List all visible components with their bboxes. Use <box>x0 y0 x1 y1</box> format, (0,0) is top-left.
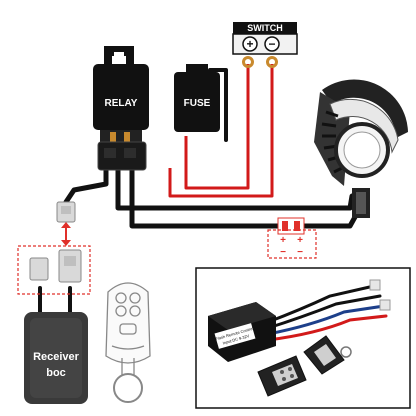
fob-button-1 <box>115 292 127 304</box>
light-reflector <box>343 131 381 169</box>
fob-button-2 <box>129 292 141 304</box>
connector-pin-left <box>282 221 288 231</box>
trigger-plug-detail <box>61 206 71 214</box>
relay-base <box>100 130 142 142</box>
switch-minus-terminal <box>264 36 280 52</box>
polarity-connector: + + − − <box>267 217 317 259</box>
fuse-cap <box>186 64 208 74</box>
fob-body-outline <box>105 282 151 364</box>
inset-photo: Flash Remote Control Input:DC 9-32V <box>195 267 411 409</box>
relay-pin-2 <box>124 132 130 142</box>
relay-socket-slot-2 <box>124 148 136 158</box>
relay-mount-hole <box>114 52 124 58</box>
fob-key-ring <box>113 373 143 403</box>
inset-plug-1 <box>369 279 381 291</box>
receiver-label-line2: boc <box>46 367 66 379</box>
inset-remote-1 <box>257 355 307 397</box>
relay-socket-slot-1 <box>104 148 116 158</box>
main-harness-wire <box>115 165 355 211</box>
connector-dashed-box <box>17 245 91 295</box>
switch-label: SWITCH <box>247 23 283 33</box>
fob-lower-curve <box>111 345 145 350</box>
red-wires <box>168 64 274 198</box>
connect-arrow <box>61 222 71 246</box>
polarity-minus-right: − <box>297 247 303 258</box>
receiver-label-line1: Receiver <box>33 351 80 363</box>
ring-terminal-plus <box>242 56 254 68</box>
receiver-box: Receiver boc <box>24 312 88 404</box>
receiver-connector <box>17 245 91 295</box>
fuse-holder: FUSE <box>174 64 220 132</box>
red-wire-relay-switch <box>168 64 274 198</box>
fuse-label: FUSE <box>184 98 211 109</box>
red-wire-fuse-switch <box>184 64 250 190</box>
switch-plus-terminal <box>242 36 258 52</box>
polarity-minus-left: − <box>280 247 286 258</box>
led-light <box>314 79 408 218</box>
inset-remote-2 <box>303 335 352 375</box>
relay: RELAY <box>93 46 149 171</box>
polarity-plus-right: + <box>297 235 303 246</box>
trigger-wire <box>63 165 109 205</box>
receiver-plug-detail <box>64 256 76 266</box>
light-bolt <box>356 192 366 214</box>
polarity-box <box>267 229 317 259</box>
inset-plug-2 <box>379 299 391 311</box>
polarity-plus-left: + <box>280 235 286 246</box>
receiver-plug-left <box>29 257 49 281</box>
fuse-body <box>174 72 220 132</box>
light-housing-top <box>322 79 408 138</box>
relay-pin-1 <box>110 132 116 142</box>
fob-lock-slot <box>119 323 137 335</box>
relay-body <box>93 64 149 130</box>
receiver-face <box>30 318 82 398</box>
fob-button-3 <box>115 305 127 317</box>
ring-terminal-minus <box>266 56 278 68</box>
inset-module-top <box>208 302 276 330</box>
switch-label-bg <box>233 22 297 34</box>
light-lens <box>329 98 399 154</box>
lamp-negative-wire-2 <box>301 205 363 229</box>
lamp-negative-wire <box>129 165 281 229</box>
polarity-connector-body <box>277 217 305 235</box>
switch-plus-sign: + <box>246 37 253 51</box>
remote-fob-drawing <box>105 282 151 403</box>
switch-minus-sign: − <box>268 37 275 51</box>
connector-pin-right <box>294 221 300 231</box>
relay-label: RELAY <box>105 98 138 109</box>
trigger-plug <box>56 201 76 223</box>
switch: SWITCH + − <box>232 22 298 68</box>
inset-module-sticker <box>214 323 256 349</box>
fob-button-4 <box>129 305 141 317</box>
fob-ring-link <box>121 358 135 376</box>
